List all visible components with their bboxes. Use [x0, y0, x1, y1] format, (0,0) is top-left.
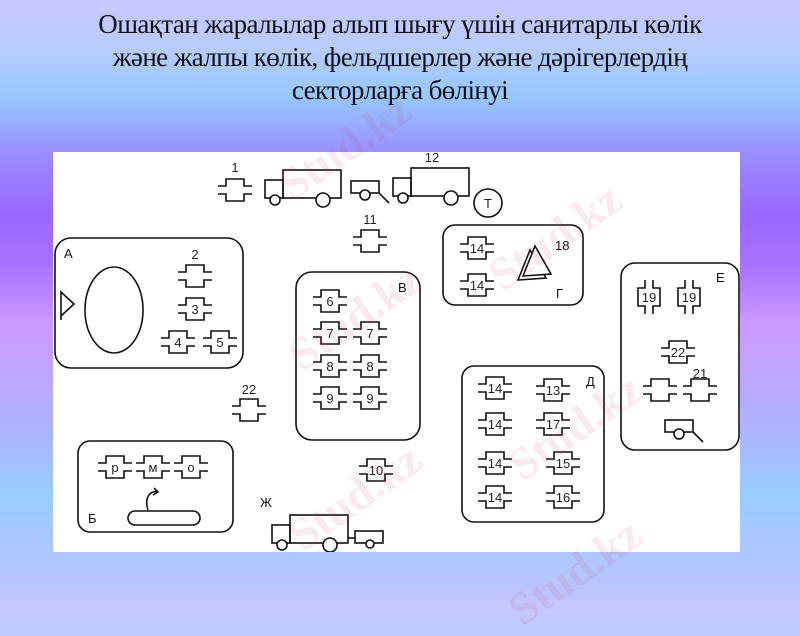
svg-text:м: м: [149, 460, 158, 475]
ambulance-truck-icon: [264, 169, 342, 208]
svg-text:Е: Е: [716, 270, 725, 285]
svg-text:Г: Г: [556, 286, 563, 301]
svg-text:19: 19: [642, 290, 656, 305]
svg-text:22: 22: [242, 382, 256, 397]
svg-text:7: 7: [366, 326, 373, 341]
svg-text:14: 14: [488, 417, 502, 432]
svg-text:1: 1: [231, 160, 238, 175]
svg-text:А: А: [64, 246, 73, 261]
svg-text:16: 16: [556, 490, 570, 505]
sector-a: А 2 3 4 5: [54, 237, 244, 369]
svg-text:В: В: [398, 280, 407, 295]
svg-text:Б: Б: [88, 511, 97, 526]
sector-v: В 6 7 7 8 8 9 9: [295, 271, 421, 441]
sector-diagram: 1 12 Т 11 А 2 3 4 5 22 В: [53, 152, 740, 552]
svg-text:13: 13: [546, 383, 560, 398]
stretcher-1: 1: [217, 160, 253, 202]
svg-text:8: 8: [326, 359, 333, 374]
svg-text:10: 10: [369, 463, 383, 478]
svg-text:14: 14: [470, 278, 484, 293]
svg-text:12: 12: [425, 152, 439, 165]
stretcher-11: 11: [352, 212, 388, 253]
svg-text:Д: Д: [586, 374, 595, 389]
svg-text:14: 14: [470, 241, 484, 256]
svg-text:21: 21: [693, 366, 707, 381]
title-line-1: Ошақтан жаралылар алып шығу үшін санитар…: [98, 9, 702, 39]
stretcher-10: 10: [358, 458, 394, 482]
slide-title: Ошақтан жаралылар алып шығу үшін санитар…: [0, 8, 800, 107]
svg-text:17: 17: [546, 417, 560, 432]
sector-zh: Ж: [260, 495, 384, 552]
svg-text:4: 4: [174, 335, 181, 350]
trailer-icon: [350, 180, 390, 204]
title-line-3: секторларға бөлінуі: [291, 75, 509, 105]
svg-text:о: о: [187, 460, 194, 475]
svg-text:11: 11: [363, 212, 377, 227]
sector-g: 14 14 18 Г: [442, 224, 584, 306]
stretcher-22: 22: [231, 382, 267, 422]
svg-text:р: р: [111, 460, 118, 475]
svg-text:Ж: Ж: [260, 495, 272, 510]
sector-b: р м о Б: [77, 440, 234, 533]
svg-text:14: 14: [488, 490, 502, 505]
svg-text:14: 14: [488, 456, 502, 471]
svg-text:5: 5: [216, 335, 223, 350]
svg-text:9: 9: [366, 391, 373, 406]
tent-icon: Т: [473, 188, 503, 218]
svg-text:2: 2: [191, 247, 198, 262]
sector-d: Д 14 13 14 17 14 15 14 16: [461, 365, 605, 523]
svg-text:3: 3: [191, 302, 198, 317]
svg-text:19: 19: [682, 290, 696, 305]
truck-12: 12: [392, 152, 470, 206]
title-line-2: және жалпы көлік, фельдшерлер және дәріг…: [112, 42, 688, 72]
svg-text:6: 6: [326, 294, 333, 309]
svg-text:14: 14: [488, 381, 502, 396]
svg-text:18: 18: [555, 238, 569, 253]
svg-text:8: 8: [366, 359, 373, 374]
svg-text:9: 9: [326, 391, 333, 406]
svg-text:Т: Т: [484, 196, 492, 211]
sector-e: Е 19 19 22 21: [620, 262, 740, 451]
svg-text:7: 7: [326, 326, 333, 341]
svg-text:15: 15: [556, 456, 570, 471]
svg-text:22: 22: [671, 345, 685, 360]
